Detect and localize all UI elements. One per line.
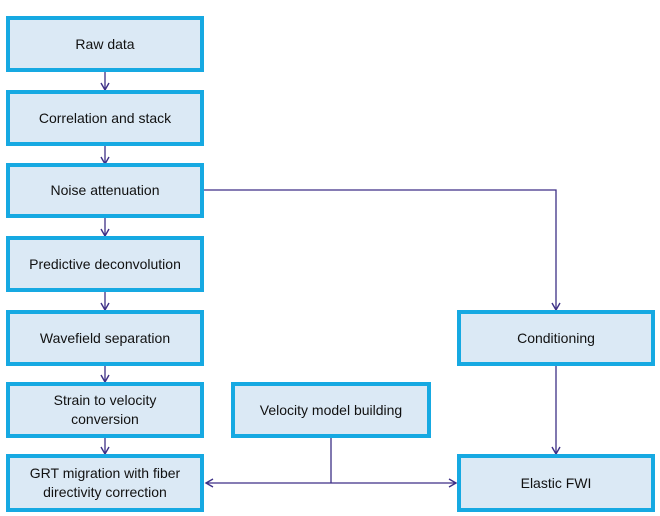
predictive-deconvolution-node: Predictive deconvolution [6,236,204,292]
velocity-model-building-label: Velocity model building [259,401,403,418]
elastic-fwi-node: Elastic FWI [457,454,655,512]
wavefield-separation-node: Wavefield separation [6,310,204,366]
grt-migration-label: GRT migration with fiber directivity cor… [29,465,181,500]
conditioning-node: Conditioning [457,310,655,366]
predictive-deconvolution-label: Predictive deconvolution [29,255,181,272]
wavefield-separation-label: Wavefield separation [39,329,171,346]
noise-attenuation-node: Noise attenuation [6,163,204,218]
noise-attenuation-label: Noise attenuation [50,182,160,198]
arrow-noise-to-conditioning [204,189,561,312]
strain-conversion-node: Strain to velocity conversion [6,382,204,438]
velocity-model-building-node: Velocity model building [231,382,431,438]
correlation-label: Correlation and stack [38,109,172,126]
correlation-node: Correlation and stack [6,90,204,146]
raw-data-label: Raw data [75,35,135,52]
strain-conversion-label: Strain to velocity conversion [53,392,157,427]
elastic-fwi-label: Elastic FWI [520,474,592,491]
conditioning-label: Conditioning [517,329,595,346]
grt-migration-node: GRT migration with fiber directivity cor… [6,454,204,512]
raw-data-node: Raw data [6,16,204,72]
